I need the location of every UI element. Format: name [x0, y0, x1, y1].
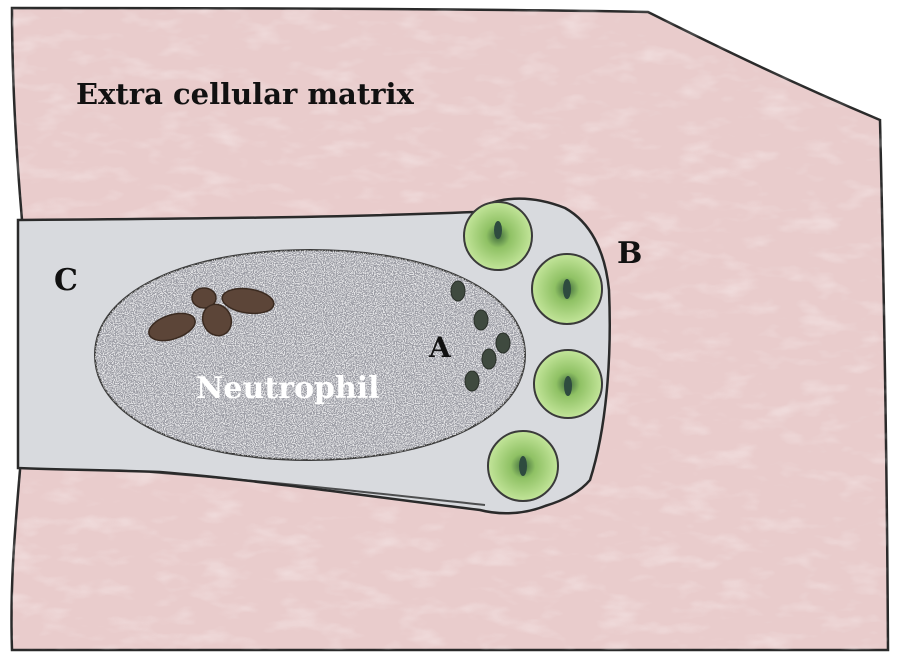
neutrophil-label: Neutrophil — [196, 374, 380, 404]
label-a: A — [429, 334, 451, 362]
green-cell — [464, 202, 532, 270]
label-b: B — [617, 239, 642, 269]
granule — [474, 310, 488, 330]
granule — [482, 349, 496, 369]
green-cell — [532, 254, 602, 324]
granule — [496, 333, 510, 353]
green-cell — [488, 431, 558, 501]
label-c: C — [54, 266, 78, 296]
granule — [465, 371, 479, 391]
granule — [451, 281, 465, 301]
matrix-label: Extra cellular matrix — [76, 80, 414, 109]
green-cell — [534, 350, 602, 418]
